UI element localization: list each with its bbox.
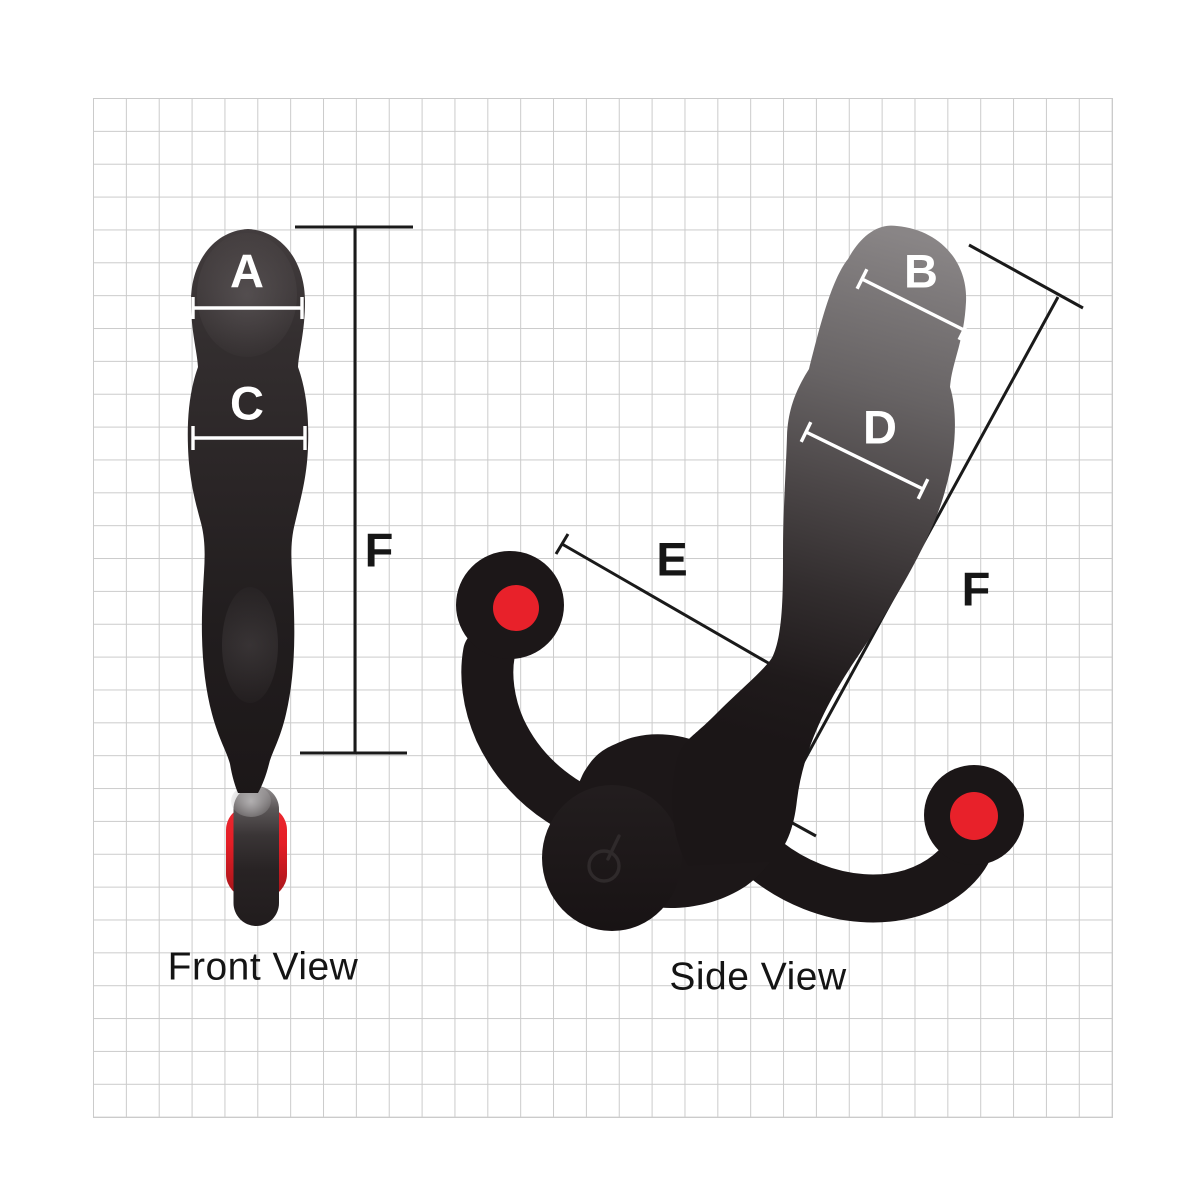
dimension-label-a: A bbox=[230, 244, 264, 298]
dimension-b-line bbox=[861, 277, 965, 332]
dimension-d-end-tick bbox=[916, 478, 930, 500]
front-stem-sheen bbox=[222, 587, 278, 703]
dimension-e-start-tick bbox=[554, 533, 570, 555]
side-tail-curl-red-dot bbox=[950, 792, 998, 840]
dimension-label-d: D bbox=[863, 400, 897, 454]
dimension-b-end-tick bbox=[957, 319, 971, 341]
side-view-figure bbox=[456, 225, 1024, 931]
front-body bbox=[187, 229, 309, 793]
side-bottom-knob bbox=[542, 785, 682, 931]
front-white-dimension-lines bbox=[191, 297, 307, 450]
dimension-d-line bbox=[805, 430, 924, 491]
dimension-e-line bbox=[561, 542, 771, 666]
dimension-label-e: E bbox=[656, 532, 688, 586]
dimension-label-b: B bbox=[904, 244, 938, 298]
dimension-d-start-tick bbox=[799, 421, 813, 443]
front-head-sheen bbox=[197, 233, 297, 357]
dimension-f-side-top-tick bbox=[968, 243, 1084, 310]
front-view-caption: Front View bbox=[167, 945, 359, 989]
front-base-pill bbox=[233, 786, 279, 926]
dimension-label-f-front: F bbox=[364, 523, 394, 577]
side-body bbox=[672, 225, 967, 866]
dimension-b-start-tick bbox=[855, 268, 869, 290]
front-view-figure bbox=[187, 229, 309, 926]
side-white-dimension-lines bbox=[799, 268, 971, 500]
dimension-label-c: C bbox=[230, 376, 264, 430]
power-icon bbox=[587, 834, 621, 883]
side-view-caption: Side View bbox=[669, 955, 847, 999]
dimension-label-f-side: F bbox=[961, 562, 991, 616]
side-front-curl-red-dot bbox=[493, 585, 539, 631]
